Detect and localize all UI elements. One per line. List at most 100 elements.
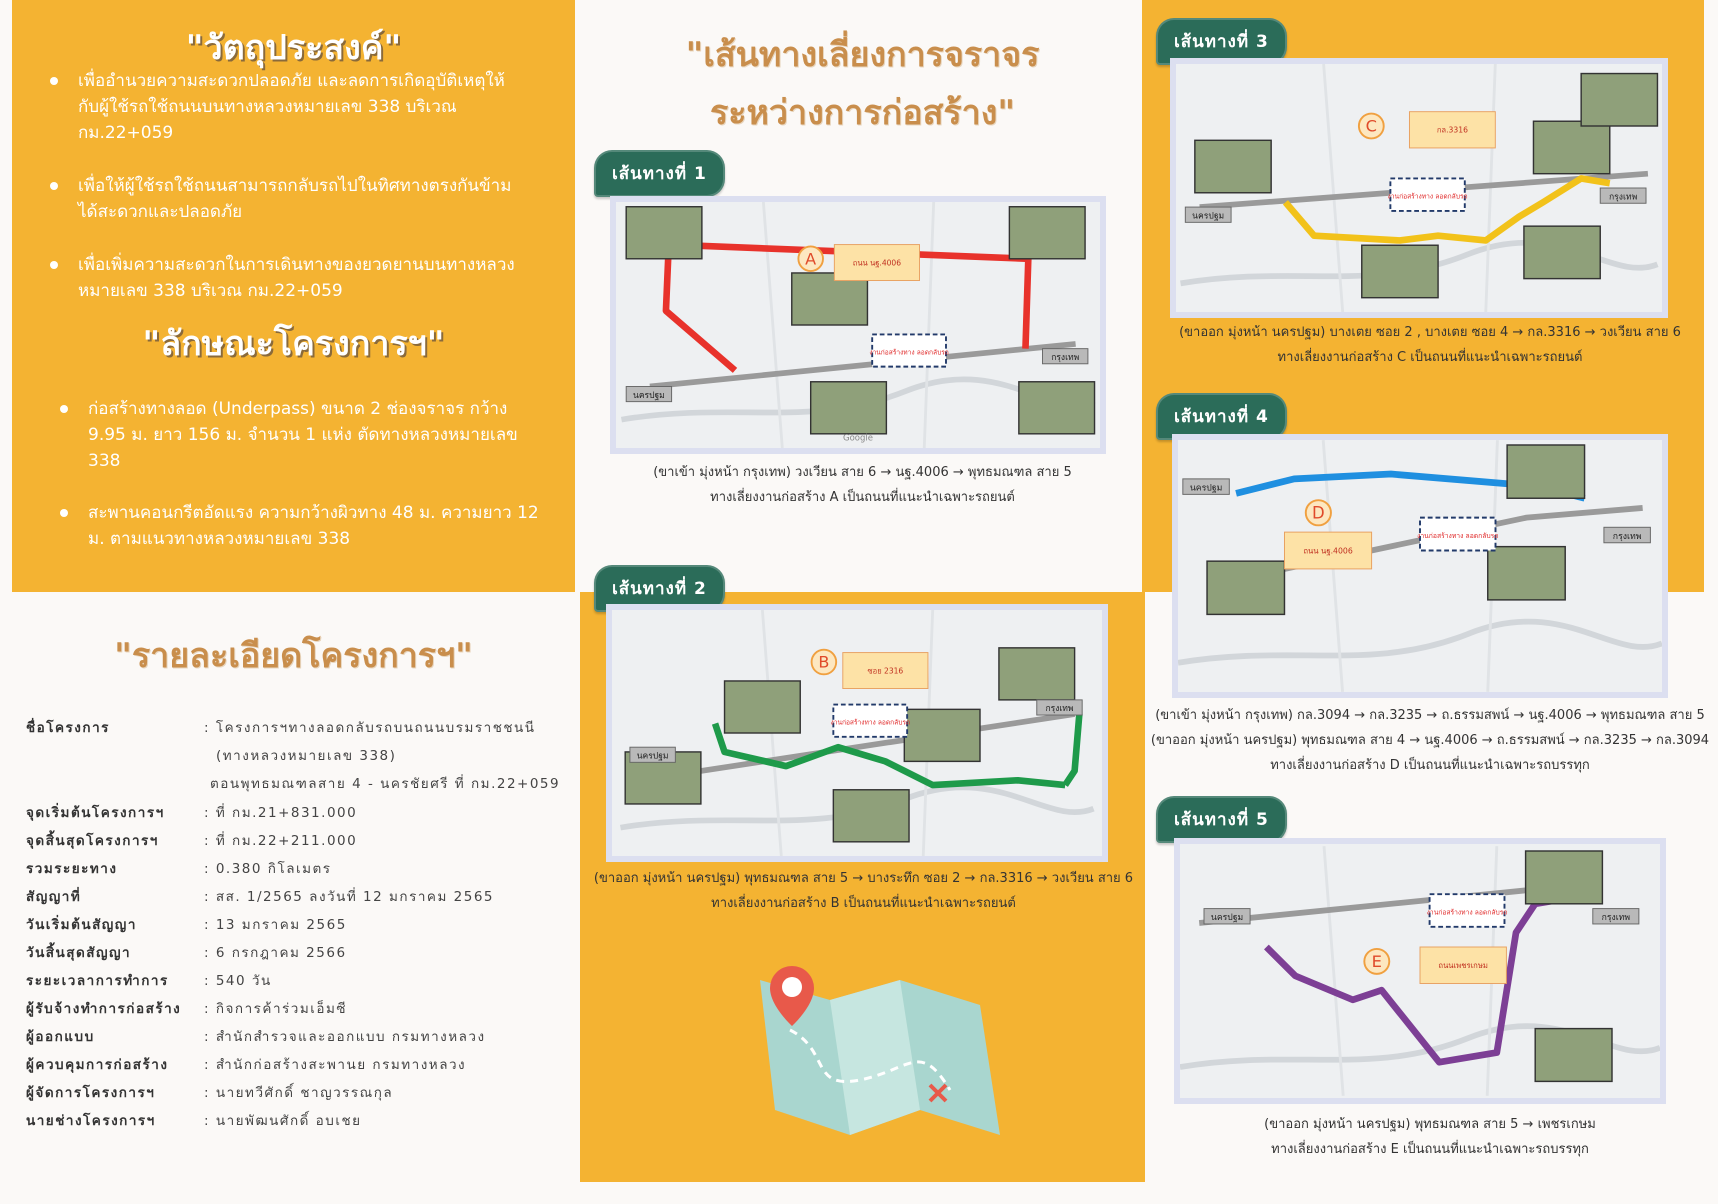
route-letter-badge [1363,947,1391,975]
destination-box [1599,187,1647,204]
route-3-caption: (ขาออก มุ่งหน้า นครปฐม) บางเตย ซอย 2 , บ… [1142,320,1718,370]
detour-route-line [711,722,1066,789]
route-road-label: กล.3316 [1437,126,1468,135]
origin-label: นครปฐม [637,752,669,762]
detail-row: ระยะเวลาการทำการ : 540 วัน [26,969,586,997]
construction-label: งานก่อสร้างทาง ลอดกลับรถ [1427,908,1508,916]
detour-title-line: "เส้นทางเลี่ยงการจราจร [685,35,1040,75]
street-photo [1194,139,1272,194]
construction-label: งานก่อสร้างทาง ลอดกลับรถ [1388,192,1468,200]
caption-line: ทางเลี่ยงงานก่อสร้าง A เป็นถนนที่แนะนำเฉ… [710,490,1015,505]
detail-label: สัญญาที่ [26,889,82,905]
detail-value: : นายพัฒนศักดิ์ อบเชย [204,1113,362,1129]
detail-label: ผู้จัดการโครงการฯ [26,1085,156,1101]
detour-title: "เส้นทางเลี่ยงการจราจร ระหว่างการก่อสร้า… [580,26,1145,142]
detail-row: จุดสิ้นสุดโครงการฯ: ที่ กม.22+211.000 [26,829,586,857]
origin-label: นครปฐม [1211,913,1243,923]
route-letter-badge [797,245,824,273]
origin-box [1182,478,1230,495]
tab-route-5: เส้นทางที่ 5 [1156,796,1287,843]
detour-title-line: ระหว่างการก่อสร้าง" [709,93,1016,133]
detail-row: วันสิ้นสุดสัญญา: 6 กรกฎาคม 2566 [26,941,586,969]
x-mark-icon [928,1083,948,1103]
detail-value: : 540 วัน [204,973,272,989]
destination-box [1042,348,1089,365]
highway-338-line [649,341,1076,390]
highway-338-line [638,711,1076,784]
origin-box [1203,908,1251,925]
route-letter-badge [1304,499,1332,527]
feature-item: สะพานคอนกรีตอัดแรง ความกว้างผิวทาง 48 ม.… [60,500,550,552]
origin-box [629,746,676,763]
construction-box [1419,516,1497,552]
street-photo [791,272,869,326]
street-photo [1487,545,1566,601]
caption-line: (ขาออก มุ่งหน้า นครปฐม) พุทธมณฑล สาย 5 →… [593,871,1134,886]
detail-row: จุดเริ่มต้นโครงการฯ: ที่ กม.21+831.000 [26,801,586,829]
caption-line: (ขาออก มุ่งหน้า นครปฐม) บางเตย ซอย 2 , บ… [1179,325,1681,340]
detail-label: ผู้รับจ้างทำการก่อสร้าง [26,1001,182,1017]
street-photo [1008,206,1086,260]
construction-box [1428,893,1506,928]
route-letter: C [1366,117,1377,136]
detail-value: : 0.380 กิโลเมตร [204,861,332,877]
route-road-label: ถนน นฐ.4006 [1303,546,1352,555]
street-photo [1361,244,1439,299]
detail-label: รวมระยะทาง [26,861,118,877]
detail-row: นายช่างโครงการฯ: นายพัฒนศักดิ์ อบเชย [26,1109,586,1137]
dashed-path [789,1028,952,1091]
route-letter: A [805,249,816,268]
street-photo [723,680,801,734]
objective-item: เพื่อเพิ่มความสะดวกในการเดินทางของยวดยาน… [50,252,520,304]
detour-route-line [662,244,738,373]
detail-label: ชื่อโครงการ [26,720,110,736]
route-letter-badge [1357,112,1385,140]
caption-line: ทางเลี่ยงงานก่อสร้าง E เป็นถนนที่แนะนำเฉ… [1271,1142,1589,1157]
street-photo [832,789,910,843]
minor-road [1180,239,1659,287]
route-info-box [1408,111,1496,149]
feature-item: ก่อสร้างทางลอด (Underpass) ขนาด 2 ช่องจร… [60,396,550,474]
objective-item: เพื่อให้ผู้ใช้รถใช้ถนนสามารถกลับรถไปในทิ… [50,173,520,225]
detail-value: : กิจการค้าร่วมเอ็มซี [204,1001,348,1017]
detail-value: ตอนพุทธมณฑลสาย 4 - นครชัยศรี ที่ กม.22+0… [210,776,561,792]
route-info-box [1419,946,1507,984]
detail-label: ระยะเวลาการทำการ [26,973,169,989]
route-info-box [833,244,920,282]
detail-value: : สำนักก่อสร้างสะพานย กรมทางหลวง [204,1057,467,1073]
detail-row-cont: ตอนพุทธมณฑลสาย 4 - นครชัยศรี ที่ กม.22+0… [210,772,770,800]
minor-road [1178,618,1662,666]
detail-value: : สำนักสำรวจและออกแบบ กรมทางหลวง [204,1029,486,1045]
street-photo [998,647,1076,701]
street-photo [1532,120,1611,175]
map-fold [830,980,920,1135]
construction-box [871,333,947,368]
origin-label: นครปฐม [1190,483,1223,493]
folded-map-illustration [760,966,1000,1135]
detail-row: รวมระยะทาง : 0.380 กิโลเมตร [26,857,586,885]
street-photo [1524,850,1604,905]
detail-row: วันเริ่มต้นสัญญา: 13 มกราคม 2565 [26,913,586,941]
detail-label: ผู้ควบคุมการก่อสร้าง [26,1057,169,1073]
objective-item: เพื่ออำนวยความสะดวกปลอดภัย และลดการเกิดอ… [50,68,520,146]
detour-route-line [1264,895,1565,1066]
google-watermark: Google [843,433,873,443]
route-road-label: ถนน นฐ.4006 [853,258,901,267]
detail-row: ชื่อโครงการ: โครงการฯทางลอดกลับรถบนถนนบร… [26,716,586,744]
street-photo [1206,560,1286,616]
location-pin-icon [770,966,814,1026]
destination-label: กรุงเทพ [1045,704,1073,714]
origin-box [625,386,673,403]
caption-line: (ขาเข้า มุ่งหน้า กรุงเทพ) วงเวียน สาย 6 … [653,465,1072,480]
destination-label: กรุงเทพ [1602,913,1631,923]
street-photo [1506,444,1586,499]
detail-row: ผู้รับจ้างทำการก่อสร้าง : กิจการค้าร่วมเอ… [26,997,586,1025]
street-photo [1018,381,1096,435]
destination-box [1592,908,1640,925]
detail-value: : สส. 1/2565 ลงวันที่ 12 มกราคม 2565 [204,889,495,905]
route-road-label: ถนนเพชรเกษม [1438,961,1488,970]
